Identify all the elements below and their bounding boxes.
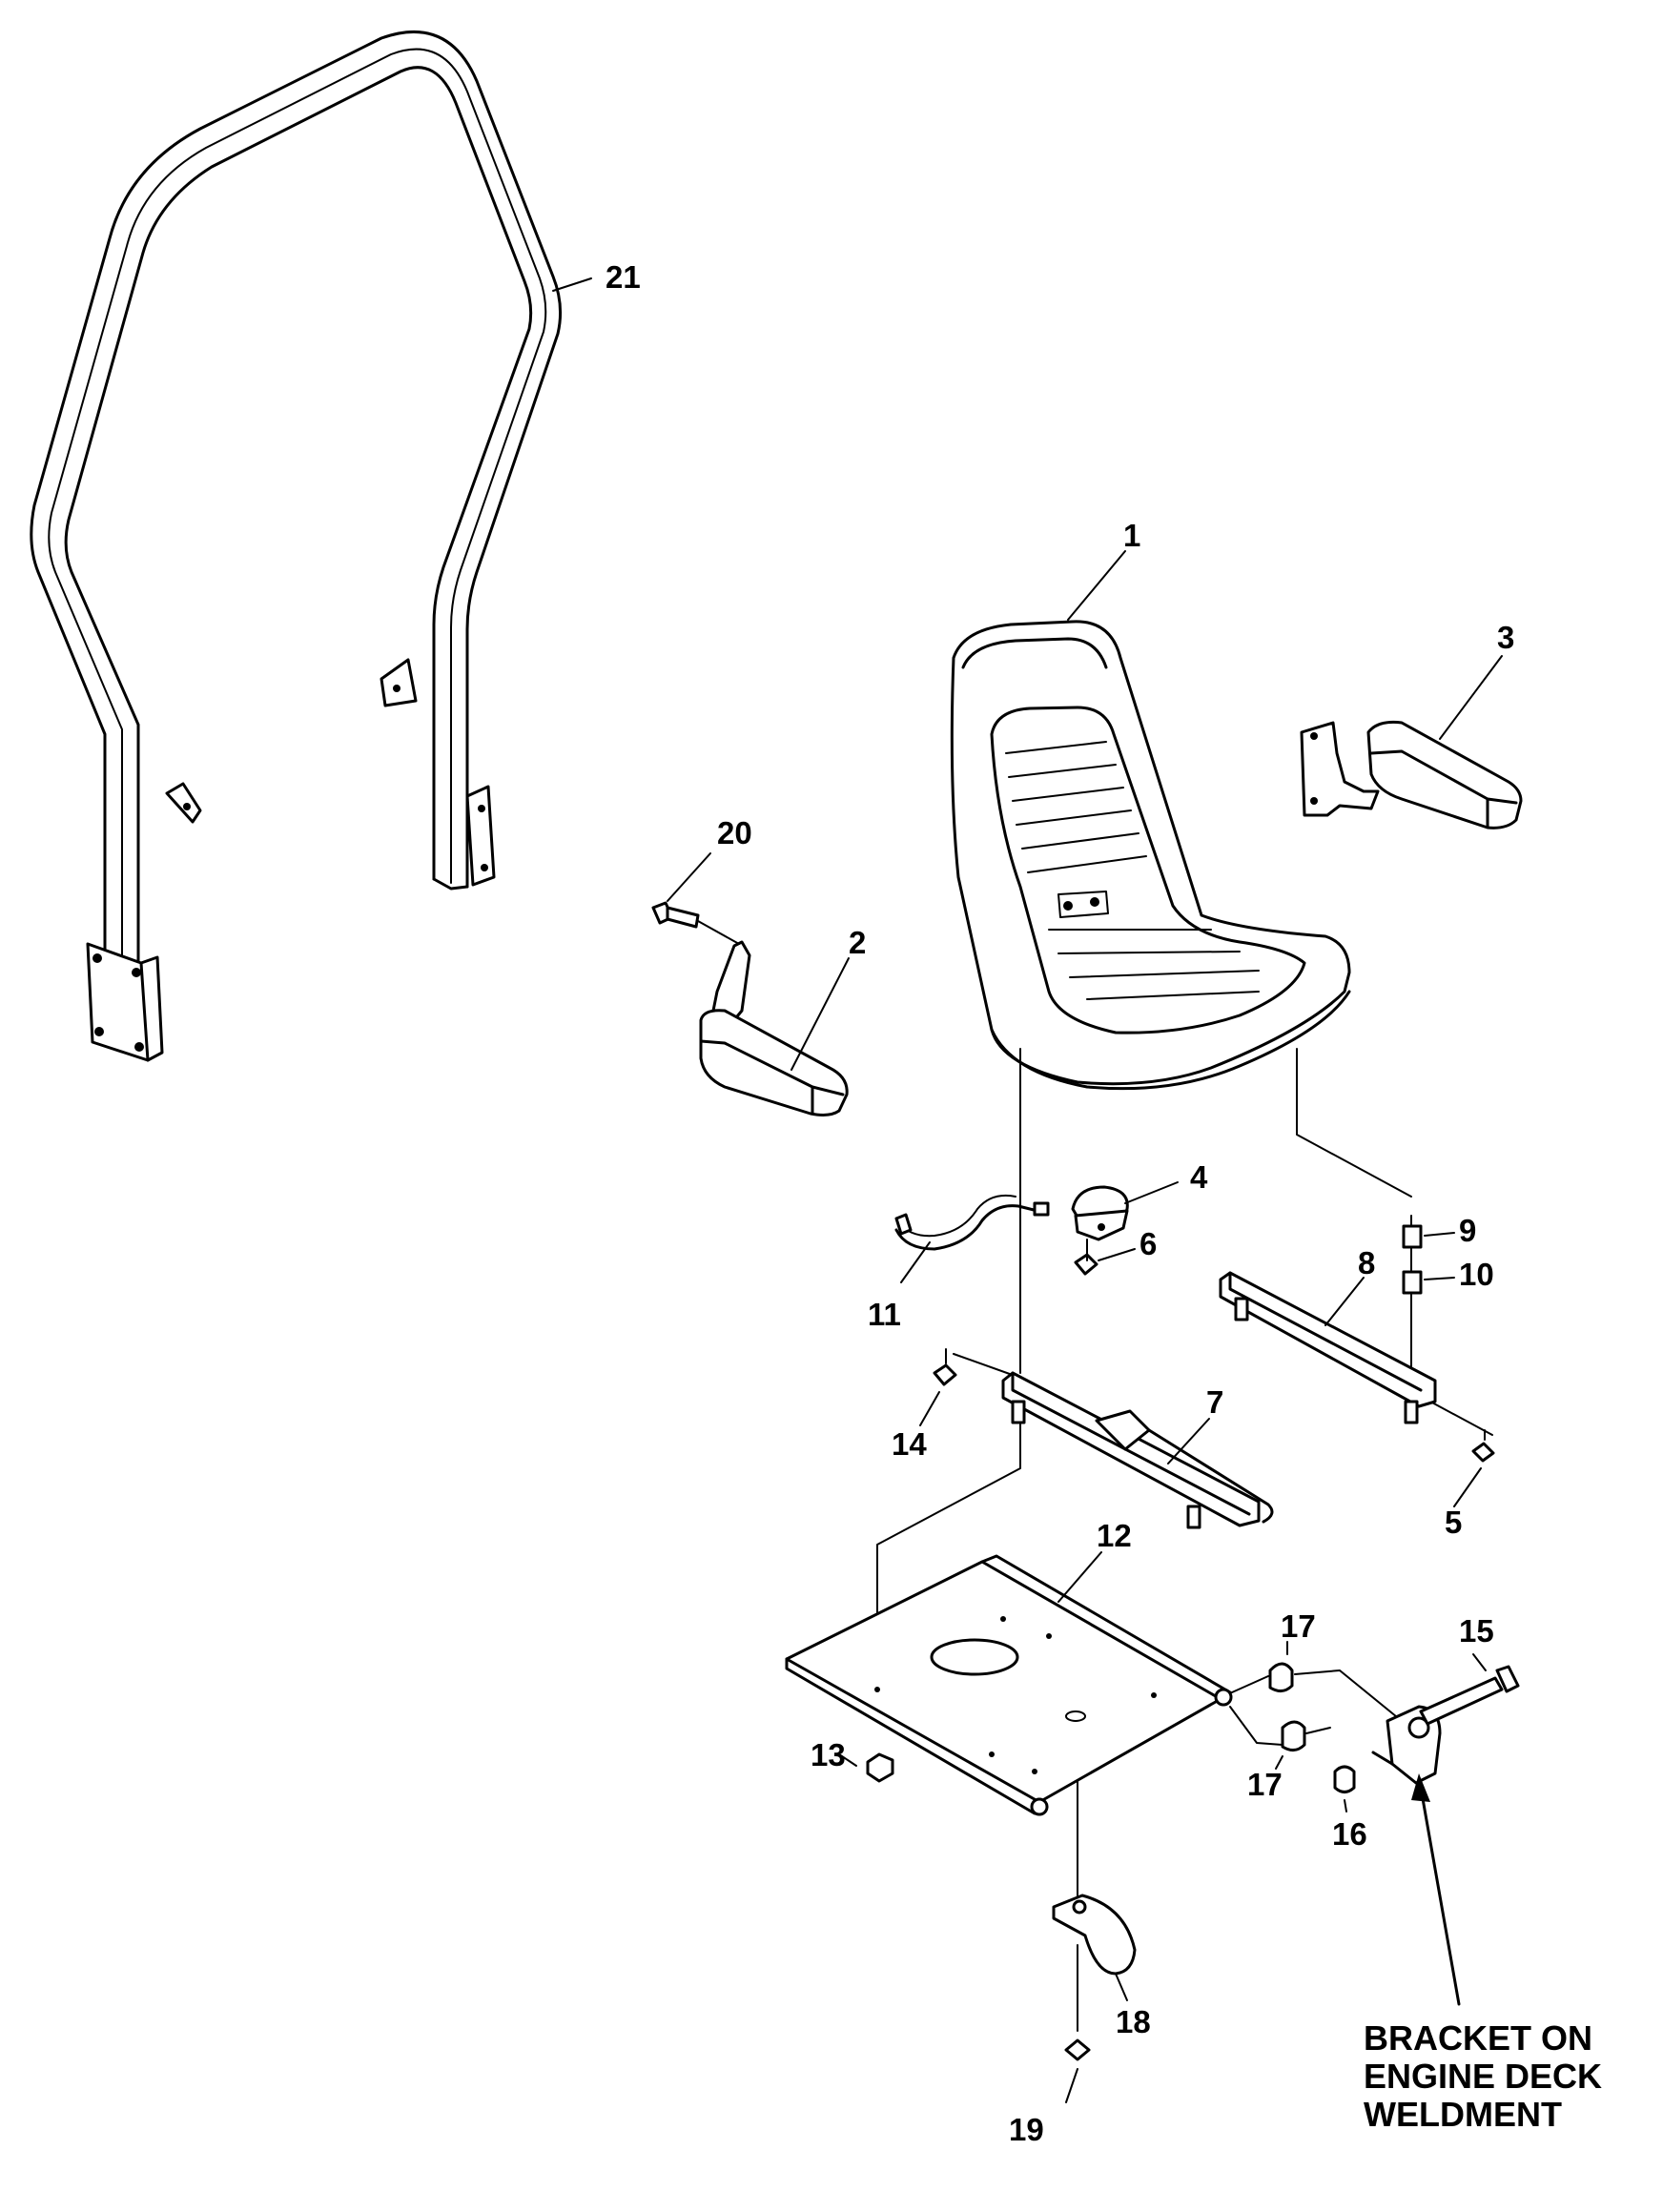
callout-21: 21 (606, 259, 641, 295)
callout-20: 20 (717, 815, 752, 850)
note-line-2: ENGINE DECK (1364, 2057, 1602, 2096)
seat-pan-part-12: 12 13 (785, 1518, 1233, 1816)
callout-17-lower: 17 (1247, 1767, 1283, 1802)
callout-2: 2 (849, 925, 866, 960)
callout-18: 18 (1116, 2004, 1151, 2039)
callout-1: 1 (1123, 518, 1140, 553)
callout-12: 12 (1097, 1518, 1132, 1553)
roll-bar-part-21: 21 (30, 30, 641, 1062)
screw-part-19: 19 (1009, 2038, 1091, 2147)
seat-rail-part-7: 7 14 (892, 1348, 1274, 1529)
pivot-hardware: 17 17 15 16 BRACKET ON ENGINE DECK WELDM… (1229, 1608, 1602, 2134)
callout-3: 3 (1497, 620, 1514, 655)
callout-15: 15 (1459, 1613, 1494, 1649)
callout-6: 6 (1139, 1226, 1157, 1261)
callout-5: 5 (1445, 1505, 1462, 1540)
callout-7: 7 (1206, 1384, 1223, 1420)
armrest-right-part-3: 3 (1300, 620, 1523, 830)
seat-part-1: 1 (950, 518, 1351, 1091)
seat-rail-part-8: 8 9 10 5 (1219, 1213, 1495, 1540)
strap-part-18: 18 (1052, 1894, 1151, 2039)
note-line-1: BRACKET ON (1364, 2018, 1592, 2058)
callout-17-upper: 17 (1281, 1608, 1316, 1644)
armrest-left-part-2: 20 2 (651, 815, 866, 1116)
callout-4: 4 (1190, 1159, 1208, 1195)
callout-19: 19 (1009, 2112, 1044, 2147)
callout-10: 10 (1459, 1257, 1494, 1292)
wire-harness-part-11: 11 (868, 1194, 1050, 1332)
callout-9: 9 (1459, 1213, 1476, 1248)
callout-16: 16 (1332, 1816, 1367, 1852)
assembly-guide-lines (876, 1048, 1493, 2032)
callout-11: 11 (868, 1297, 901, 1332)
seat-switch-part-4: 4 6 (1071, 1159, 1208, 1276)
callout-8: 8 (1358, 1245, 1375, 1280)
note-line-3: WELDMENT (1364, 2095, 1562, 2134)
callout-14: 14 (892, 1426, 927, 1462)
callout-13: 13 (811, 1737, 846, 1772)
